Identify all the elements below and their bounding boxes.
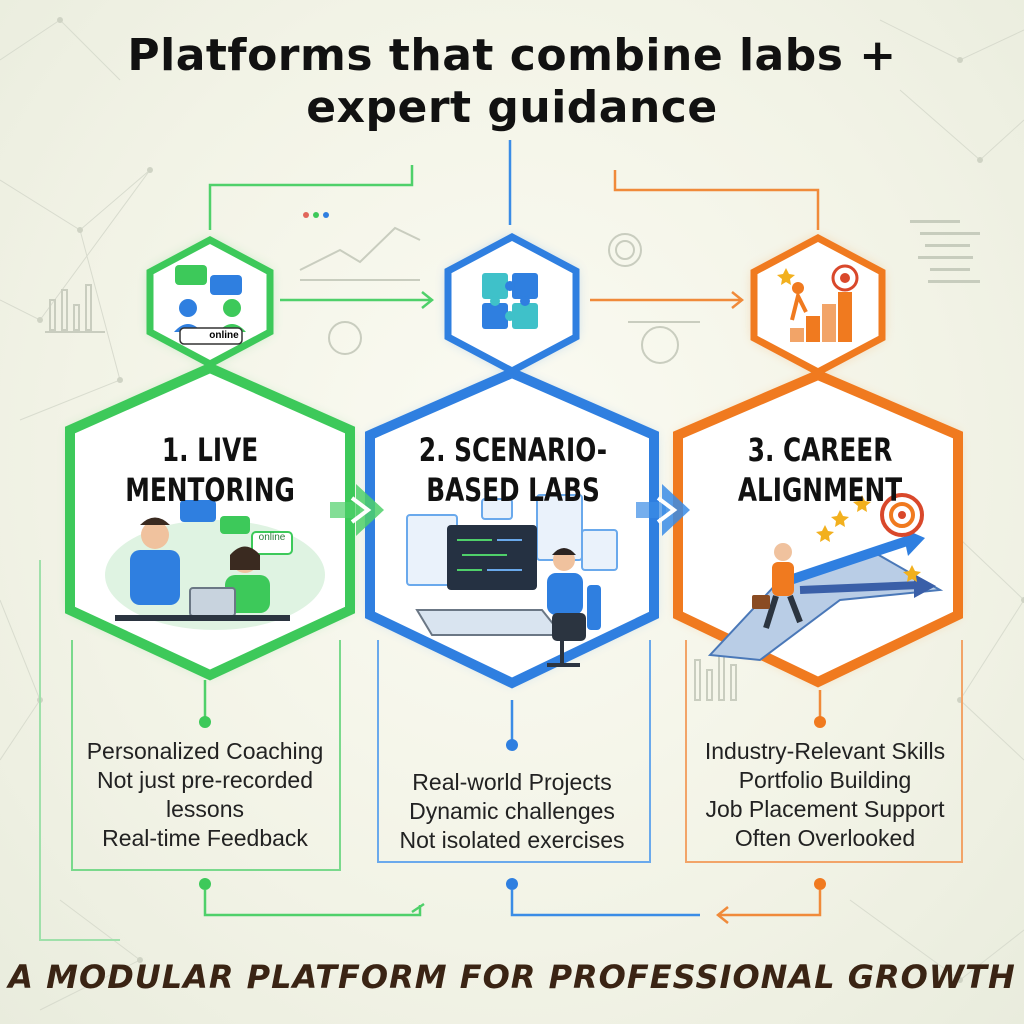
career-heading-line-2: ALIGNMENT bbox=[737, 471, 903, 509]
arrow-right-icon-2 bbox=[636, 484, 690, 536]
list-item: Often Overlooked bbox=[734, 825, 916, 851]
title-line-1: Platforms that combine labs + bbox=[127, 30, 897, 81]
illustration-online-badge: online bbox=[258, 532, 286, 543]
mentoring-chat-icon bbox=[174, 265, 246, 345]
page-title: Platforms that combine labs + expert gui… bbox=[0, 30, 1024, 134]
labs-heading-line-2: BASED LABS bbox=[426, 471, 600, 509]
career-heading: 3. CAREER ALIGNMENT bbox=[717, 430, 923, 510]
career-illustration bbox=[707, 493, 944, 662]
footer-tagline: A MODULAR PLATFORM FOR PROFESSIONAL GROW… bbox=[8, 958, 1016, 996]
mentoring-bullets: Personalized Coaching Not just pre-recor… bbox=[52, 737, 358, 853]
list-item: Industry-Relevant Skills bbox=[704, 738, 946, 764]
labs-illustration bbox=[406, 494, 618, 667]
arrow-right-icon-1 bbox=[330, 484, 384, 536]
list-item: Real-time Feedback bbox=[102, 825, 308, 851]
puzzle-icon bbox=[482, 273, 538, 329]
title-line-2: expert guidance bbox=[306, 82, 718, 133]
list-item: Real-world Projects bbox=[412, 769, 612, 795]
list-item: Portfolio Building bbox=[738, 767, 912, 793]
icon-online-badge: online bbox=[209, 330, 239, 341]
mentoring-heading: 1. LIVE MENTORING bbox=[107, 430, 313, 510]
decor-charts bbox=[45, 226, 737, 701]
list-item: Job Placement Support bbox=[705, 796, 945, 822]
labs-card bbox=[365, 233, 659, 689]
career-bullets: Industry-Relevant Skills Portfolio Build… bbox=[672, 737, 978, 853]
labs-heading: 2. SCENARIO- BASED LABS bbox=[410, 430, 616, 510]
list-item: lessons bbox=[166, 796, 244, 822]
labs-heading-line-1: 2. SCENARIO- bbox=[418, 431, 608, 469]
mentoring-heading-line-2: MENTORING bbox=[125, 471, 295, 509]
career-growth-target-icon bbox=[777, 264, 859, 342]
labs-bullets: Real-world Projects Dynamic challenges N… bbox=[362, 768, 662, 855]
mentoring-illustration bbox=[105, 500, 325, 630]
mentoring-heading-line-1: 1. LIVE bbox=[161, 431, 259, 469]
mentoring-card bbox=[65, 236, 355, 681]
career-heading-line-1: 3. CAREER bbox=[747, 431, 893, 469]
list-item: Not isolated exercises bbox=[399, 827, 625, 853]
career-card bbox=[673, 234, 963, 688]
list-item: Personalized Coaching bbox=[86, 738, 324, 764]
list-item: Dynamic challenges bbox=[409, 798, 615, 824]
list-item: Not just pre-recorded bbox=[96, 767, 314, 793]
